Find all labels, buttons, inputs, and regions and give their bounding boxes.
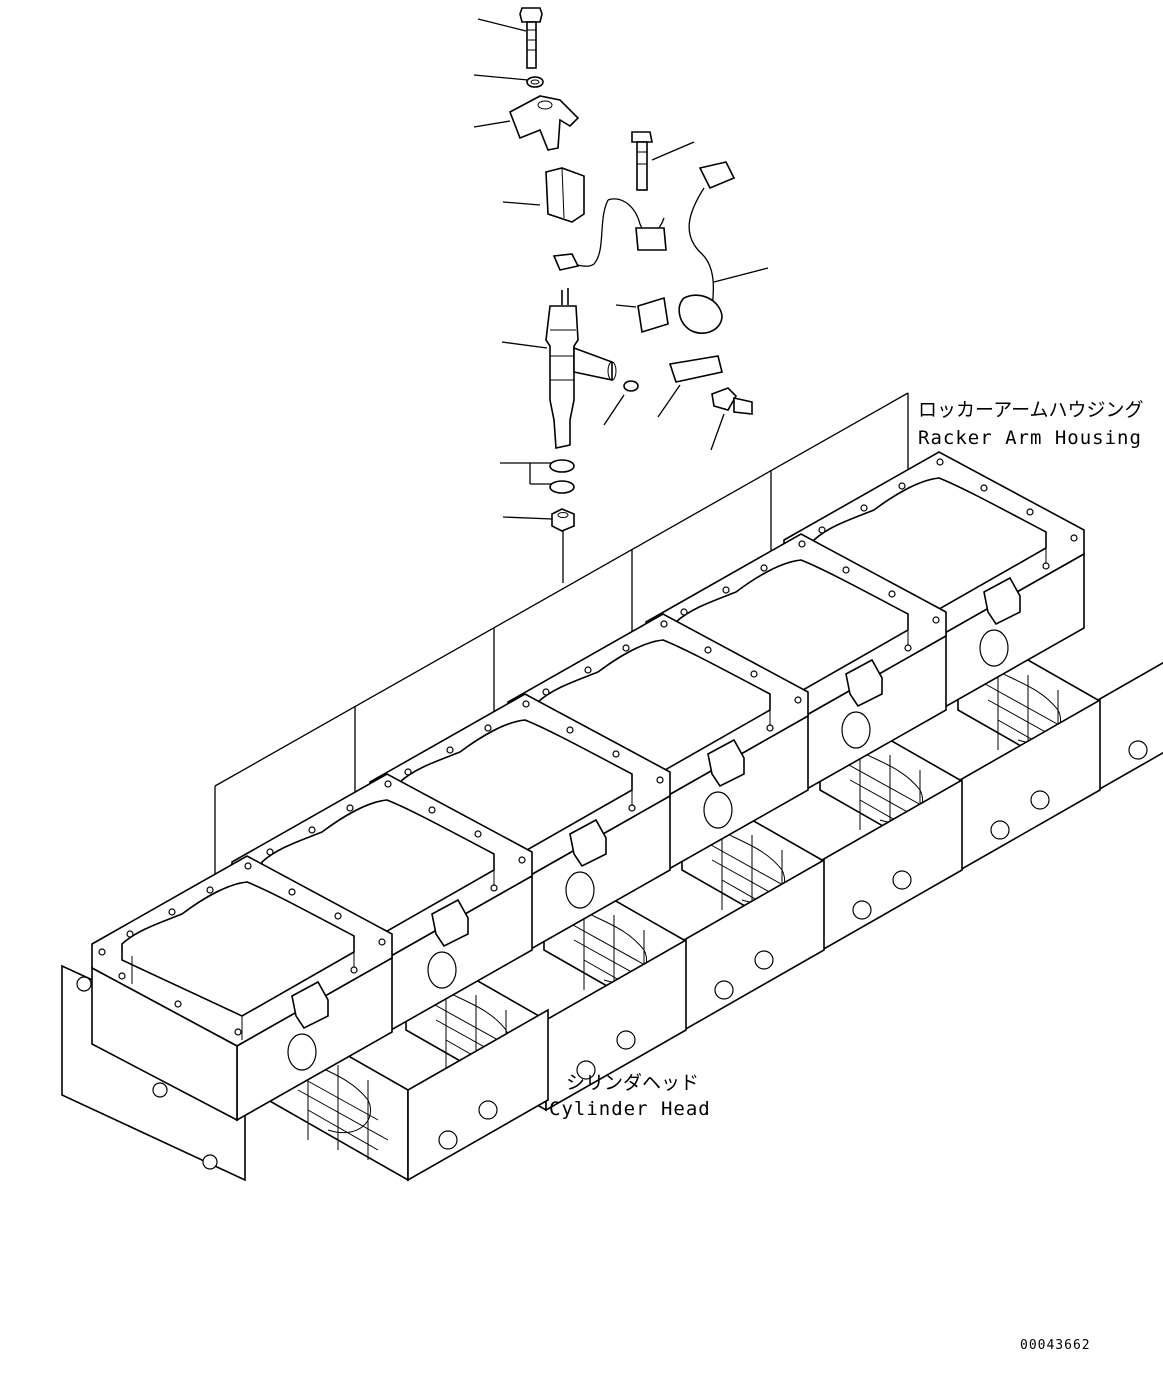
label-rocker-arm-housing-jp: ロッカーアームハウジング [918,399,1144,421]
bolt-top [519,7,543,69]
nut-bottom [551,508,575,532]
bolt-bracket [711,387,753,415]
washer [526,76,544,88]
bolt-harness [631,131,653,191]
label-rocker-arm-housing-en: Racker Arm Housing [918,427,1142,449]
clamp [508,95,580,151]
label-cylinder-head-en: Cylinder Head [549,1098,711,1120]
leader-lines [214,18,909,888]
wiring-harness [552,161,736,383]
injector [545,288,639,449]
drawing-number: 00043662 [1020,1338,1091,1353]
label-cylinder-head-jp: シリンダヘッド [566,1072,700,1094]
sleeve [545,167,585,223]
o-rings [549,459,575,494]
